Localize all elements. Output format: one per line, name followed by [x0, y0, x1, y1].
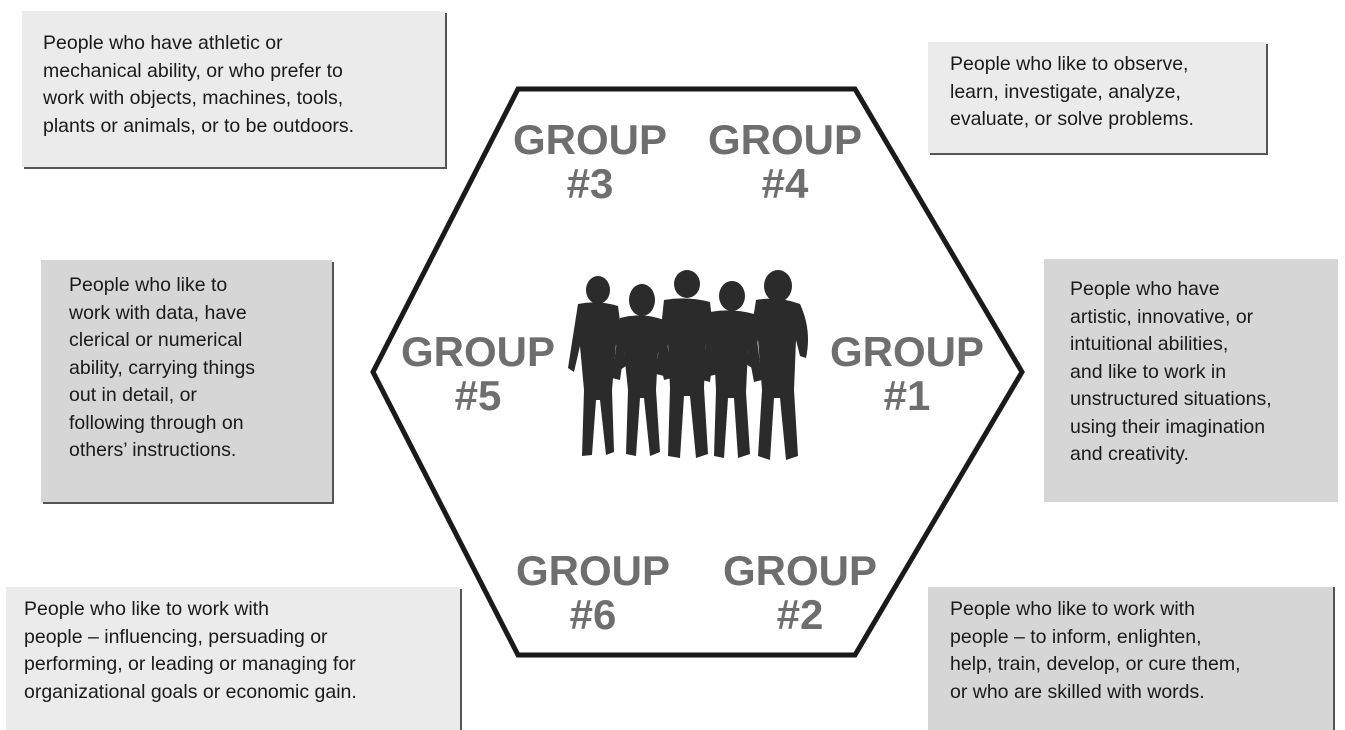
person-silhouette-5: [746, 270, 808, 460]
people-silhouette-icon: [568, 270, 808, 460]
person-silhouette-2: [612, 284, 672, 456]
group-5-label: GROUP #5: [400, 328, 555, 419]
person-silhouette-3: [656, 270, 718, 458]
group-2-description: People who like to work with people – to…: [928, 587, 1333, 730]
group-3-description: People who have athletic or mechanical a…: [22, 11, 445, 167]
group-5-description: People who like to work with data, have …: [41, 260, 332, 502]
group-1-description: People who have artistic, innovative, or…: [1044, 259, 1338, 502]
group-6-label: GROUP #6: [515, 547, 670, 638]
person-silhouette-1: [568, 276, 626, 456]
group-4-description: People who like to observe, learn, inves…: [928, 42, 1266, 153]
group-1-label: GROUP #1: [829, 328, 984, 419]
group-4-label: GROUP #4: [707, 116, 862, 207]
group-3-label: GROUP #3: [512, 116, 667, 207]
person-silhouette-4: [702, 281, 762, 458]
group-6-description: People who like to work with people – in…: [6, 587, 460, 730]
group-2-label: GROUP #2: [722, 547, 877, 638]
